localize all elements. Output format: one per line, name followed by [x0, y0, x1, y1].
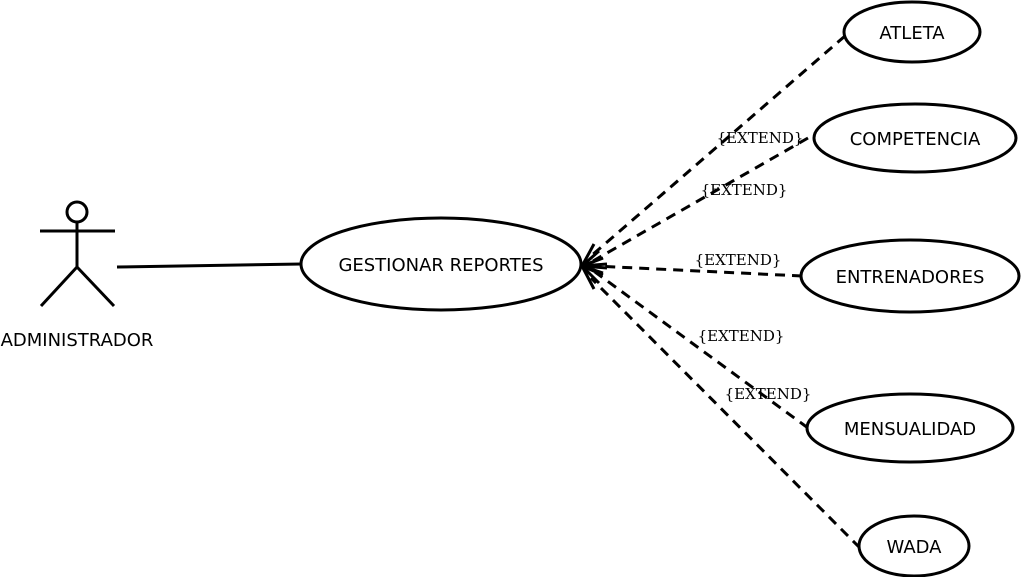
extend-line-wada: [589, 276, 862, 550]
extend-relations: [589, 34, 862, 550]
use-case-label: GESTIONAR REPORTES: [338, 255, 543, 276]
extend-line-atleta: [590, 34, 846, 258]
extend-line-entrenadores: [594, 264, 803, 278]
use-case-label: MENSUALIDAD: [844, 419, 976, 440]
use-case-label: ENTRENADORES: [836, 267, 985, 288]
use-case-label: ATLETA: [879, 23, 945, 44]
actor-head: [65, 200, 89, 224]
actor-label: ADMINISTRADOR: [1, 330, 154, 351]
extend-label-1: {EXTEND}: [717, 129, 804, 147]
extend-label-4: {EXTEND}: [698, 327, 785, 345]
actor-right-leg: [75, 265, 116, 308]
use-case-entrenadores: ENTRENADORES: [799, 238, 1021, 314]
use-case-atleta: ATLETA: [842, 0, 982, 64]
association-line: [116, 262, 303, 269]
actor-left-leg: [39, 265, 79, 308]
extend-line-competencia: [592, 136, 809, 263]
use-case-label: COMPETENCIA: [850, 129, 981, 150]
use-case-competencia: COMPETENCIA: [812, 102, 1018, 174]
extend-line-mensualidad: [594, 270, 809, 430]
use-case-gestionar-reportes: GESTIONAR REPORTES: [299, 216, 583, 312]
actor-figure: [39, 200, 116, 308]
extend-label-3: {EXTEND}: [695, 251, 782, 269]
use-case-mensualidad: MENSUALIDAD: [805, 392, 1015, 464]
use-case-wada: WADA: [857, 514, 971, 577]
extend-label-2: {EXTEND}: [701, 181, 788, 199]
use-case-label: WADA: [887, 537, 943, 558]
extend-label-5: {EXTEND}: [725, 385, 812, 403]
